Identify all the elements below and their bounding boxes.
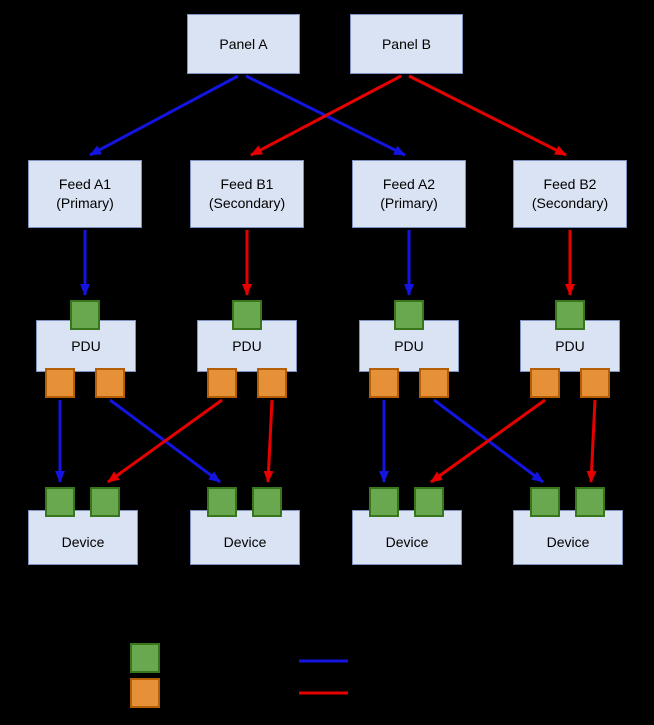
- device-4-port-right: [575, 487, 605, 517]
- device-3-port-right: [414, 487, 444, 517]
- panel-a-box: Panel A: [187, 14, 300, 74]
- feed-a1-role: (Primary): [56, 195, 114, 211]
- device-3-label: Device: [385, 534, 429, 551]
- feed-a1-name: Feed A1: [58, 176, 112, 193]
- pdu-2-output-port-left: [207, 368, 237, 398]
- feed-b1-role: (Secondary): [208, 195, 286, 211]
- wire-panel-a-to-feed-a2: [245, 74, 406, 157]
- wire-pdu2-to-device2: [263, 399, 274, 483]
- device-4-port-left: [530, 487, 560, 517]
- pdu-2-label: PDU: [232, 337, 262, 354]
- feed-a2-name: Feed A2: [382, 176, 436, 193]
- pdu-1-output-port-left: [45, 368, 75, 398]
- feed-b2-box: Feed B2 (Secondary): [513, 160, 627, 228]
- pdu-4-output-port-right: [580, 368, 610, 398]
- panel-b-box: Panel B: [350, 14, 463, 74]
- device-2-port-left: [207, 487, 237, 517]
- wire-panel-b-to-feed-b2: [408, 74, 567, 157]
- pdu-4-label: PDU: [555, 337, 585, 354]
- device-3-port-left: [369, 487, 399, 517]
- device-3-box: Device: [352, 510, 462, 565]
- wire-panel-b-to-feed-b1: [250, 74, 402, 157]
- device-1-box: Device: [28, 510, 138, 565]
- feed-a2-role: (Primary): [380, 195, 438, 211]
- feed-b2-name: Feed B2: [543, 176, 597, 193]
- device-4-label: Device: [546, 534, 590, 551]
- device-4-box: Device: [513, 510, 623, 565]
- feed-b1-box: Feed B1 (Secondary): [190, 160, 304, 228]
- device-1-port-right: [90, 487, 120, 517]
- feed-a2-box: Feed A2 (Primary): [352, 160, 466, 228]
- wire-pdu3-to-device4: [433, 398, 544, 484]
- feed-a1-box: Feed A1 (Primary): [28, 160, 142, 228]
- pdu-2-output-port-right: [257, 368, 287, 398]
- pdu-3-output-port-right: [419, 368, 449, 398]
- pdu-2-input-port: [232, 300, 262, 330]
- wire-pdu4-to-device4: [586, 399, 597, 483]
- feed-b2-role: (Secondary): [531, 195, 609, 211]
- device-1-port-left: [45, 487, 75, 517]
- pdu-1-box: PDU: [36, 320, 136, 372]
- pdu-4-output-port-left: [530, 368, 560, 398]
- feed-b1-name: Feed B1: [220, 176, 274, 193]
- device-2-label: Device: [223, 534, 267, 551]
- pdu-1-input-port: [70, 300, 100, 330]
- legend-green-swatch: [130, 643, 160, 673]
- pdu-3-input-port: [394, 300, 424, 330]
- panel-b-label: Panel B: [381, 35, 432, 52]
- wire-pdu1-to-device2: [109, 398, 221, 484]
- device-2-box: Device: [190, 510, 300, 565]
- device-1-label: Device: [61, 534, 105, 551]
- panel-a-label: Panel A: [219, 35, 268, 52]
- pdu-1-output-port-right: [95, 368, 125, 398]
- pdu-3-label: PDU: [394, 337, 424, 354]
- pdu-1-label: PDU: [71, 337, 101, 354]
- pdu-4-input-port: [555, 300, 585, 330]
- wire-pdu2-to-device1: [107, 398, 223, 484]
- wire-panel-a-to-feed-a1: [89, 74, 239, 157]
- legend-orange-swatch: [130, 678, 160, 708]
- wire-pdu4-to-device3: [430, 398, 546, 484]
- device-2-port-right: [252, 487, 282, 517]
- pdu-3-output-port-left: [369, 368, 399, 398]
